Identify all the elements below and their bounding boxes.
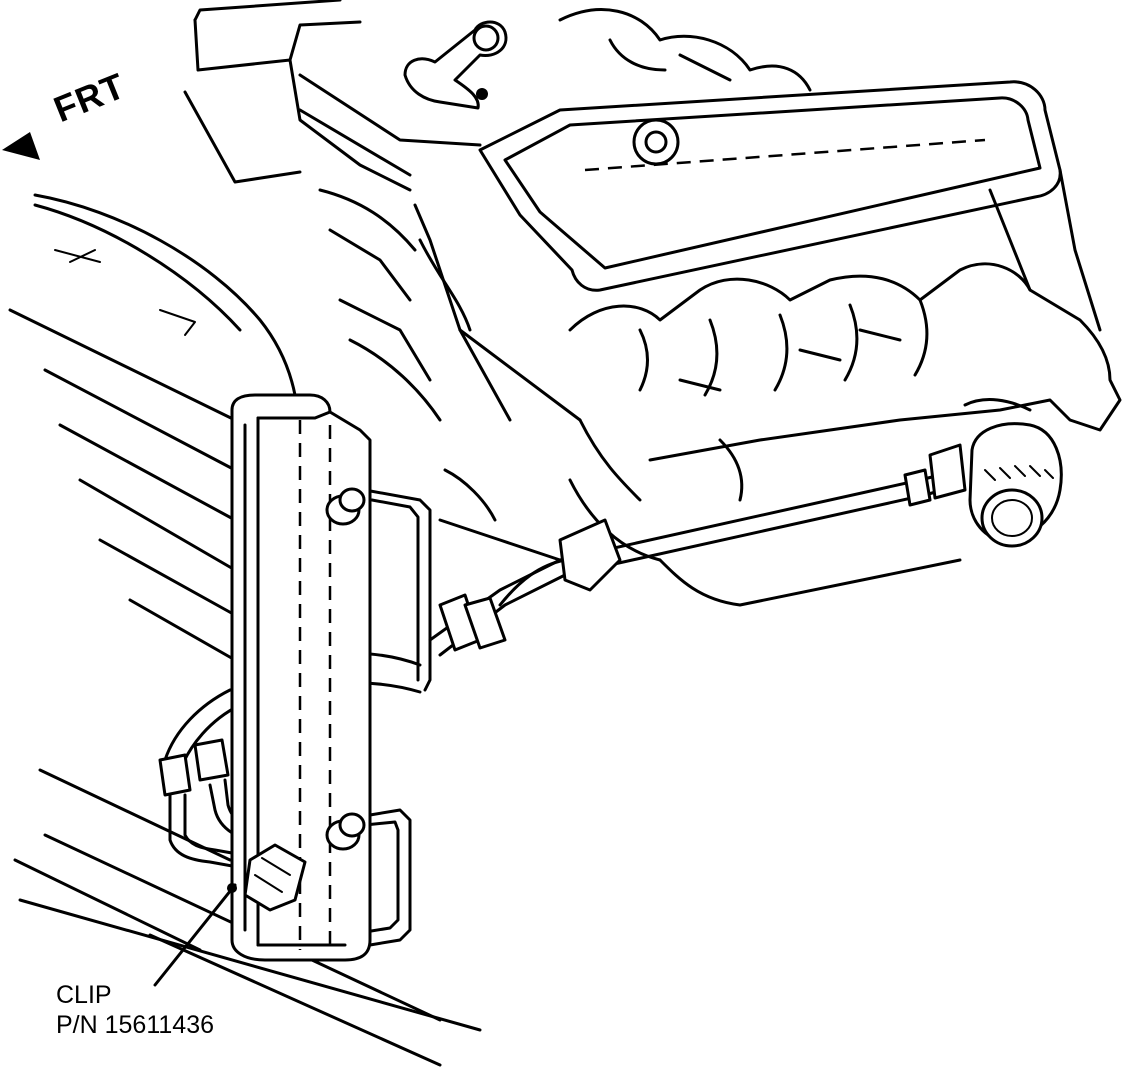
clip-callout-line2: P/N 15611436	[56, 1011, 214, 1039]
fittings	[158, 443, 967, 797]
clip	[227, 843, 307, 912]
clip-callout-line1: CLIP	[56, 981, 112, 1009]
engine	[183, 0, 1122, 607]
front-arrow-icon	[2, 132, 40, 160]
clip-callout-label: CLIP P/N 15611436	[56, 980, 214, 1040]
clip-leader-line	[153, 883, 237, 987]
